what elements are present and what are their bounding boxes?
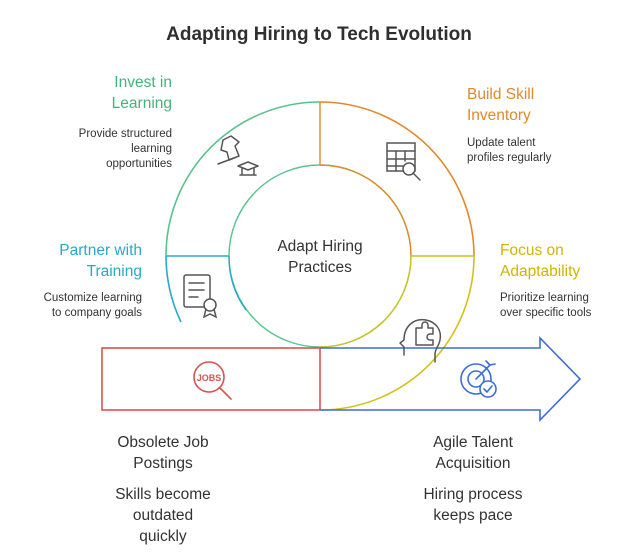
inner-arc-yellow <box>319 255 412 348</box>
partner-heading-line-2: Training <box>86 263 142 280</box>
svg-text:JOBS: JOBS <box>197 373 222 383</box>
agile-heading-line-1: Agile Talent <box>433 434 513 451</box>
skill-heading: Build Skill Inventory <box>467 84 617 126</box>
invest-desc: Provide structured learning opportunitie… <box>40 127 172 172</box>
inner-arc-cyan <box>228 255 247 311</box>
target-check-icon <box>460 360 497 398</box>
inner-arc-orange <box>319 164 412 257</box>
center-label-line-2: Practices <box>288 259 352 276</box>
agile-heading: Agile Talent Acquisition <box>398 432 548 474</box>
certificate-icon <box>183 274 218 319</box>
ring-arc-cyan <box>165 255 182 323</box>
obsolete-heading-line-2: Postings <box>133 455 193 472</box>
head-puzzle-icon <box>399 318 442 363</box>
invest-desc-line-2: learning <box>131 143 172 155</box>
invest-desc-line-1: Provide structured <box>78 128 172 140</box>
obsolete-desc-line-3: quickly <box>139 528 187 545</box>
obsolete-heading: Obsolete Job Postings <box>88 432 238 474</box>
agile-desc-line-1: Hiring process <box>423 486 523 503</box>
invest-desc-line-3: opportunities <box>106 158 172 170</box>
obsolete-heading-line-1: Obsolete Job <box>117 434 209 451</box>
partner-desc-line-1: Customize learning <box>43 292 142 304</box>
agile-arrow <box>320 336 582 422</box>
page-title: Adapting Hiring to Tech Evolution <box>166 24 472 45</box>
ring-arc-green <box>165 101 321 257</box>
obsolete-box <box>101 347 321 411</box>
chess-pieces-icon <box>217 135 259 176</box>
adapt-heading: Focus on Adaptability <box>500 240 630 282</box>
partner-heading-line-1: Partner with <box>59 242 142 259</box>
adapt-heading-line-1: Focus on <box>500 242 564 259</box>
table-search-icon <box>386 142 421 181</box>
center-label-line-1: Adapt Hiring <box>277 238 363 255</box>
ring-arc-orange <box>319 101 475 257</box>
center-label: Adapt Hiring Practices <box>250 236 390 278</box>
invest-heading-line-2: Learning <box>111 95 172 112</box>
skill-heading-line-1: Build Skill <box>467 86 535 103</box>
skill-desc-line-1: Update talent <box>467 137 536 149</box>
adapt-desc: Prioritize learning over specific tools <box>500 291 635 321</box>
ring-arc-yellow <box>319 255 475 411</box>
obsolete-desc-line-2: outdated <box>132 507 194 524</box>
partner-desc: Customize learning to company goals <box>10 291 142 321</box>
adapt-desc-line-1: Prioritize learning <box>500 292 589 304</box>
skill-desc-line-2: profiles regularly <box>467 152 552 164</box>
agile-desc-line-2: keeps pace <box>433 507 513 524</box>
agile-heading-line-2: Acquisition <box>435 455 511 472</box>
obsolete-desc-line-1: Skills become <box>115 486 211 503</box>
invest-heading-line-1: Invest in <box>114 74 172 91</box>
skill-heading-line-2: Inventory <box>467 107 531 124</box>
skill-desc: Update talent profiles regularly <box>467 136 617 166</box>
adapt-heading-line-2: Adaptability <box>500 263 581 280</box>
partner-desc-line-2: to company goals <box>51 307 142 319</box>
obsolete-desc: Skills become outdated quickly <box>88 484 238 547</box>
partner-heading: Partner with Training <box>20 240 142 282</box>
jobs-magnifier-icon: JOBS <box>193 361 232 400</box>
invest-heading: Invest in Learning <box>40 72 172 114</box>
agile-desc: Hiring process keeps pace <box>388 484 558 526</box>
adapt-desc-line-2: over specific tools <box>500 307 592 319</box>
